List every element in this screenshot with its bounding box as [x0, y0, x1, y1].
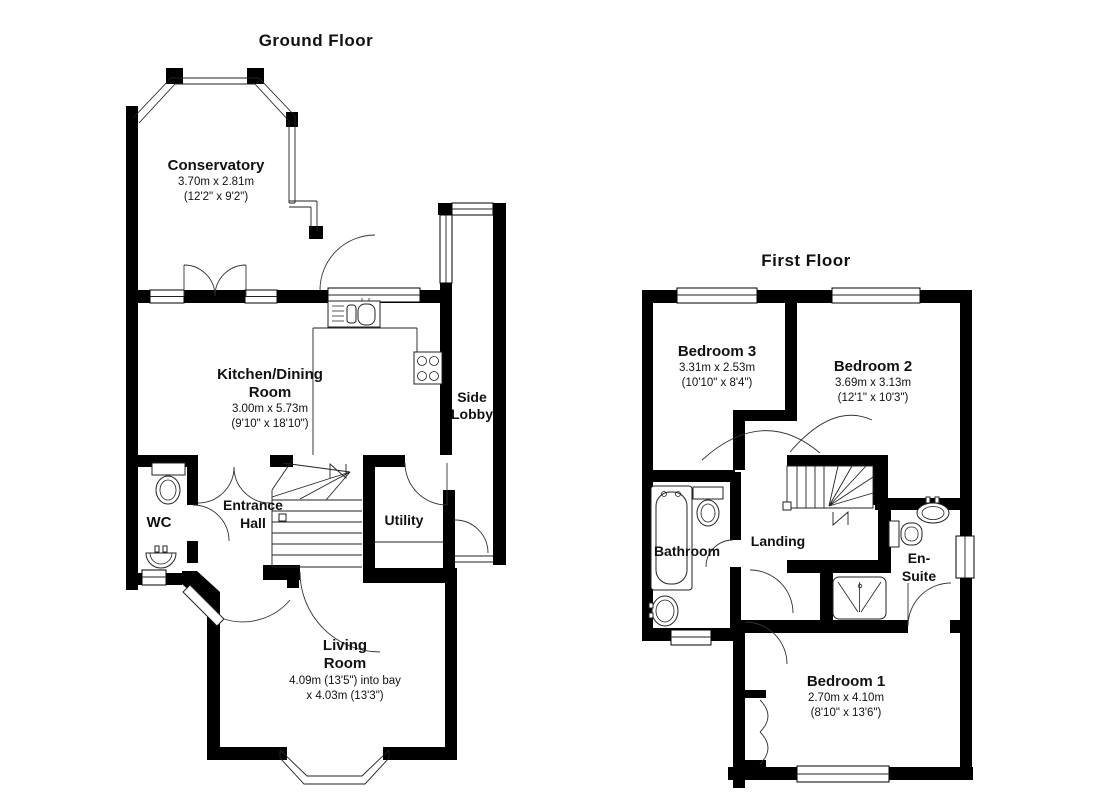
ground-floor-doors	[183, 234, 489, 653]
room-label-entrance-hall: Entrance Hall	[223, 497, 283, 531]
ground-floor-windows	[141, 202, 494, 785]
room-name: Bathroom	[654, 543, 720, 559]
room-name: WC	[147, 514, 172, 531]
room-name: Utility	[385, 512, 424, 528]
conservatory-bay-window	[132, 77, 318, 231]
shower-icon	[832, 576, 887, 620]
room-dim-imperial: x 4.03m (13'3")	[306, 690, 383, 702]
ensuite-sink-icon	[916, 496, 950, 524]
room-name: Side	[457, 389, 487, 405]
bathroom-toilet-icon	[692, 486, 724, 527]
room-name: Entrance	[223, 497, 283, 513]
room-label-ensuite: En- Suite	[902, 550, 936, 584]
room-dim-metric: 3.70m x 2.81m	[178, 176, 254, 188]
room-dim-imperial: (10'10" x 8'4")	[682, 377, 753, 389]
room-dim-metric: 3.00m x 5.73m	[232, 403, 308, 415]
room-label-bedroom2: Bedroom 2 3.69m x 3.13m (12'1" x 10'3")	[834, 358, 912, 404]
room-label-wc: WC	[147, 514, 172, 531]
room-name: Kitchen/Dining	[217, 366, 323, 383]
room-label-side-lobby: Side Lobby	[451, 389, 493, 422]
ground-floor-title: Ground Floor	[259, 31, 374, 50]
room-dim-metric: 3.69m x 3.13m	[835, 377, 911, 389]
room-name: Bedroom 3	[678, 343, 756, 360]
room-label-conservatory: Conservatory 3.70m x 2.81m (12'2" x 9'2"…	[168, 157, 265, 203]
hob-icon	[413, 351, 443, 385]
room-dim-imperial: (12'2" x 9'2")	[184, 191, 249, 203]
room-name: Bedroom 1	[807, 673, 885, 690]
ensuite-toilet-icon	[888, 520, 923, 548]
wc-toilet-icon	[151, 462, 186, 505]
bathroom-sink-icon	[648, 595, 679, 627]
room-dim-metric: 2.70m x 4.10m	[808, 692, 884, 704]
room-label-utility: Utility	[385, 512, 424, 528]
ground-floor-plan: Ground Floor	[126, 31, 506, 785]
room-name: Suite	[902, 568, 936, 584]
room-name: Lobby	[451, 406, 493, 422]
room-label-bedroom3: Bedroom 3 3.31m x 2.53m (10'10" x 8'4")	[678, 343, 756, 389]
kitchen-sink-icon	[327, 298, 381, 328]
room-dim-imperial: (12'1" x 10'3")	[838, 392, 909, 404]
bathtub-icon	[650, 485, 693, 591]
room-name: En-	[908, 550, 931, 566]
room-name: Room	[324, 655, 367, 672]
front-door-leaf	[182, 584, 225, 627]
room-name: Room	[249, 384, 292, 401]
room-name: Landing	[751, 533, 805, 549]
room-dim-imperial: (9'10" x 18'10")	[231, 418, 308, 430]
room-label-bathroom: Bathroom	[654, 543, 720, 559]
wc-sink-icon	[145, 545, 177, 569]
room-label-kitchen: Kitchen/Dining Room 3.00m x 5.73m (9'10"…	[217, 366, 323, 430]
room-name: Living	[323, 637, 367, 654]
room-dim-imperial: (8'10" x 13'6")	[811, 707, 882, 719]
first-floor-windows	[670, 287, 975, 783]
room-label-landing: Landing	[751, 533, 805, 549]
first-floor-title: First Floor	[761, 251, 851, 270]
first-floor-stairs	[782, 465, 874, 526]
room-dim-metric: 4.09m (13'5") into bay	[289, 675, 401, 687]
kitchen-counter	[312, 327, 418, 455]
first-floor-plan: First Floor	[642, 251, 975, 788]
room-name: Bedroom 2	[834, 358, 912, 375]
room-name: Hall	[240, 515, 266, 531]
ground-floor-stairs	[271, 458, 362, 568]
room-name: Conservatory	[168, 157, 265, 174]
first-floor-doors	[701, 414, 952, 765]
room-label-living-room: Living Room 4.09m (13'5") into bay x 4.0…	[289, 637, 401, 702]
room-label-bedroom1: Bedroom 1 2.70m x 4.10m (8'10" x 13'6")	[807, 673, 885, 719]
room-dim-metric: 3.31m x 2.53m	[679, 362, 755, 374]
